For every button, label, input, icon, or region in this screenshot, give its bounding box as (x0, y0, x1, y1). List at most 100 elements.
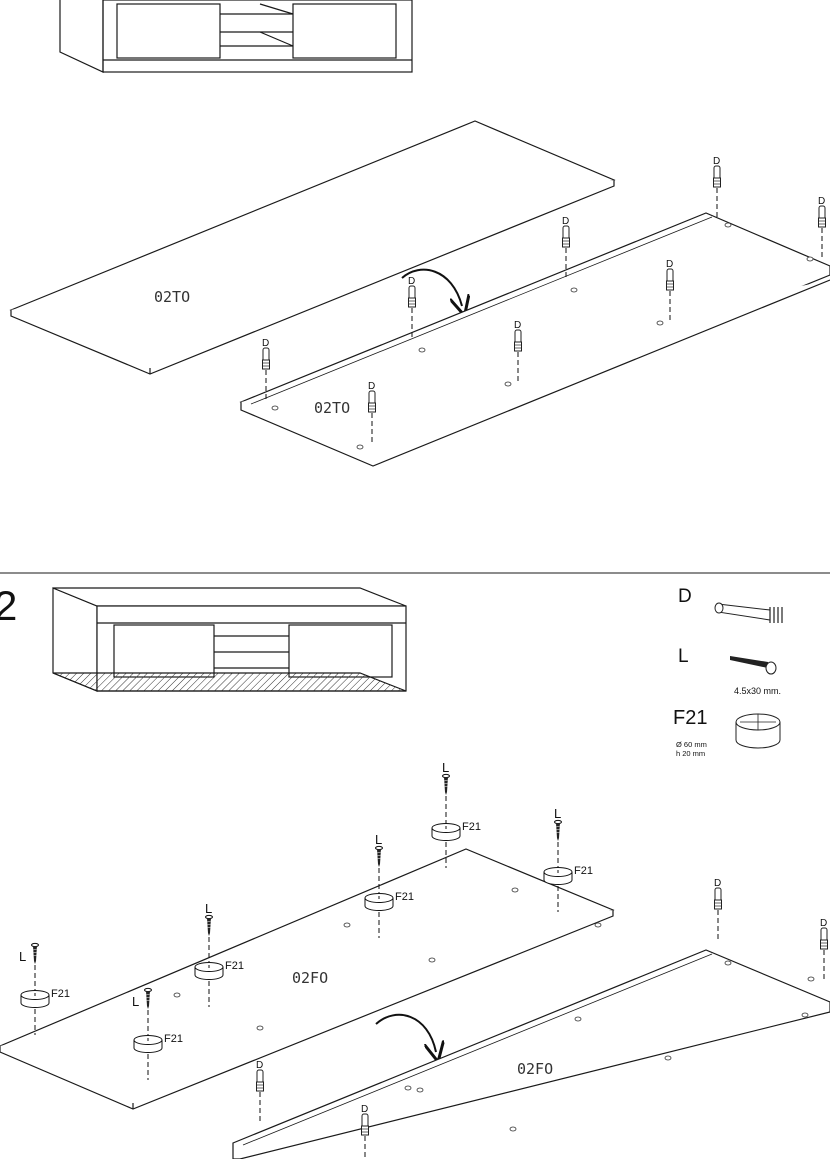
board-02to-side-panel: 02TO (239, 212, 830, 467)
dowel-icon (713, 165, 721, 188)
drill-hole (724, 222, 732, 228)
foot-label: F21 (225, 960, 244, 972)
dowel-group-step2: D D D D (256, 878, 828, 1159)
dowel-label: D (514, 320, 521, 331)
drill-hole (594, 922, 602, 928)
drill-hole (504, 381, 512, 387)
screw-callout: L (554, 806, 562, 842)
foot-label: F21 (51, 988, 70, 1000)
screw-label: L (132, 994, 139, 1009)
dowel-icon (717, 603, 771, 621)
drill-hole (807, 976, 815, 982)
dowel-label: D (820, 918, 827, 929)
dowel-callout: D (368, 381, 376, 443)
drill-hole (656, 320, 664, 326)
dowel-callout: D (361, 1104, 369, 1159)
foot-callout: F21 (543, 865, 593, 885)
screw-label: L (19, 949, 26, 964)
legend-spec: h 20 mm (676, 749, 705, 758)
screw-callout: L (442, 760, 450, 796)
dowel-callout: D (820, 918, 828, 980)
foot-icon (194, 962, 224, 980)
drill-hole (404, 1085, 412, 1091)
foot-icon (431, 823, 461, 841)
panel-code-label: 02FO (517, 1060, 553, 1078)
dowel-icon (514, 329, 522, 352)
foot-icon (20, 990, 50, 1008)
dowel-icon (256, 1069, 264, 1092)
dowel-icon (820, 927, 828, 950)
dowel-label: D (818, 196, 825, 207)
dowel-label: D (262, 338, 269, 349)
dowel-group-top: D D D D D D D D (262, 156, 826, 443)
legend-code: D (678, 586, 692, 607)
cabinet-thumbnail-step2 (52, 587, 407, 692)
drill-hole (418, 347, 426, 353)
dowel-label: D (713, 156, 720, 167)
screw-label: L (205, 901, 212, 916)
drill-hole (416, 1087, 424, 1093)
foot-label: F21 (462, 821, 481, 833)
screw-label: L (442, 760, 449, 775)
dowel-icon (262, 347, 270, 370)
dowel-label: D (361, 1104, 368, 1115)
foot-callout: F21 (133, 1033, 183, 1053)
dowel-label: D (666, 259, 673, 270)
screw-icon (31, 942, 39, 965)
foot-callout: F21 (431, 821, 481, 841)
drill-hole (271, 405, 279, 411)
screw-icon (554, 819, 562, 842)
drill-hole (343, 922, 351, 928)
legend-spec: Ø 60 mm (676, 740, 707, 749)
screw-callout: L (19, 942, 39, 965)
screw-callout: L (132, 987, 152, 1010)
drill-hole (256, 1025, 264, 1031)
dowel-callout: D (262, 338, 270, 400)
panel-code-label: 02TO (154, 288, 190, 306)
screw-label: L (554, 806, 561, 821)
drill-hole (574, 1016, 582, 1022)
screw-callout: L (375, 832, 383, 868)
dowel-callout: D (818, 196, 826, 258)
foot-label: F21 (395, 891, 414, 903)
dowel-callout: D (713, 156, 721, 218)
drill-hole (570, 287, 578, 293)
dowel-label: D (714, 878, 721, 889)
step-number: 2 (0, 582, 17, 629)
cabinet-thumbnail-top (59, 0, 413, 73)
flip-arrow-step2 (375, 1013, 436, 1052)
legend-code: L (678, 646, 689, 667)
foot-icon (133, 1035, 163, 1053)
dowel-label: D (368, 381, 375, 392)
dowel-callout: D (256, 1060, 264, 1122)
drill-hole (173, 992, 181, 998)
dowel-icon (666, 268, 674, 291)
legend-item-d: D (678, 586, 783, 623)
dowel-callout: D (408, 276, 416, 338)
drill-hole (724, 960, 732, 966)
screw-callout: L (205, 901, 213, 937)
dowel-icon (361, 1113, 369, 1136)
dowel-callout: D (562, 216, 570, 278)
drill-hole (509, 1126, 517, 1132)
foot-callout: F21 (364, 891, 414, 911)
drill-hole (806, 256, 814, 262)
panel-code-label: 02TO (314, 399, 350, 417)
dowel-icon (562, 225, 570, 248)
foot-icon (543, 867, 573, 885)
screw-label: L (375, 832, 382, 847)
dowel-icon (818, 205, 826, 228)
dowel-icon (368, 390, 376, 413)
drill-hole (511, 887, 519, 893)
legend-spec: 4.5x30 mm. (734, 686, 781, 696)
board-02to-top-panel: 02TO (9, 120, 616, 375)
dowel-icon (714, 887, 722, 910)
panel-code-label: 02FO (292, 969, 328, 987)
dowel-label: D (562, 216, 569, 227)
drill-hole (664, 1055, 672, 1061)
dowel-label: D (256, 1060, 263, 1071)
screw-icon (375, 845, 383, 868)
